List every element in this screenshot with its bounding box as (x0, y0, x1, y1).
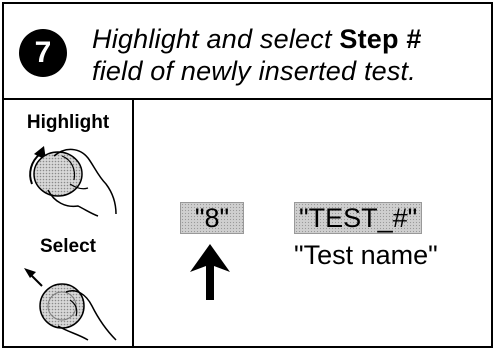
instruction-text: Highlight and select Step # field of new… (92, 23, 422, 87)
instruction-panel: 7 Highlight and select Step # field of n… (2, 2, 493, 348)
instruction-bold-term: Step # (339, 24, 422, 54)
control-column: Highlight Select (4, 100, 134, 346)
knob-press-icon (24, 268, 117, 341)
instruction-line1: Highlight and select (92, 24, 340, 54)
highlight-label: Highlight (26, 112, 110, 133)
up-arrow-icon (190, 244, 230, 300)
instruction-line2: field of newly inserted test. (92, 56, 416, 86)
test-name-text: "Test name" (294, 240, 438, 270)
test-number-field[interactable]: "TEST_#" (294, 202, 423, 234)
knob-turn-icon (29, 146, 117, 217)
step-number-field[interactable]: "8" (180, 202, 244, 234)
instruction-header: 7 Highlight and select Step # field of n… (4, 4, 491, 100)
select-label: Select (40, 236, 96, 257)
step-number-badge: 7 (19, 29, 67, 77)
